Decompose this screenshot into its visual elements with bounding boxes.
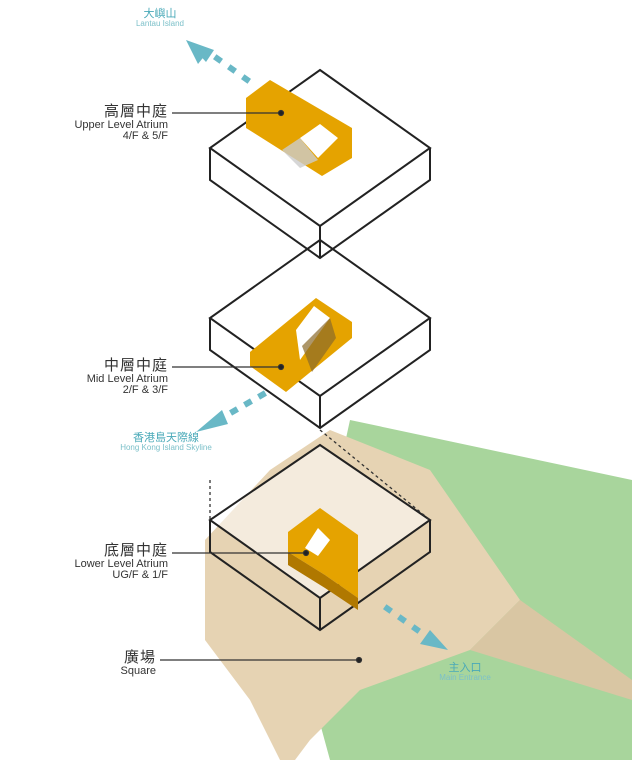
arrow-lantau bbox=[186, 40, 251, 84]
connector-lines bbox=[209, 429, 431, 521]
entrance-zh: 主入口 bbox=[448, 661, 482, 674]
label-lower-atrium: 底層中庭 Lower Level Atrium UG/F & 1/F bbox=[8, 541, 168, 582]
mid-zh: 中層中庭 bbox=[103, 356, 168, 374]
upper-en: Upper Level Atrium bbox=[74, 118, 168, 131]
lantau-en: Lantau Island bbox=[135, 19, 185, 29]
lantau-zh: 大嶼山 bbox=[143, 7, 177, 20]
square-en: Square bbox=[120, 664, 156, 677]
skyline-en: Hong Kong Island Skyline bbox=[120, 443, 212, 453]
label-lantau: 大嶼山 Lantau Island bbox=[110, 7, 210, 29]
plaza-edge bbox=[470, 600, 632, 700]
upper-atrium bbox=[246, 80, 352, 176]
arrow-entrance bbox=[383, 604, 448, 650]
lower-zh: 底層中庭 bbox=[103, 541, 168, 559]
label-square: 廣場 Square bbox=[60, 648, 156, 677]
label-upper-atrium: 高層中庭 Upper Level Atrium 4/F & 5/F bbox=[18, 102, 168, 143]
entrance-en: Main Entrance bbox=[439, 673, 491, 683]
mid-en: Mid Level Atrium bbox=[86, 372, 168, 385]
arrow-skyline bbox=[196, 390, 267, 432]
square-zh: 廣場 bbox=[123, 648, 156, 666]
label-mid-atrium: 中層中庭 Mid Level Atrium 2/F & 3/F bbox=[18, 356, 168, 397]
lower-en: Lower Level Atrium bbox=[74, 557, 168, 570]
lower-atrium bbox=[288, 508, 358, 610]
skyline-zh: 香港島天際線 bbox=[133, 431, 199, 444]
upper-zh: 高層中庭 bbox=[103, 102, 168, 120]
lower-floors: UG/F & 1/F bbox=[112, 569, 168, 582]
label-entrance: 主入口 Main Entrance bbox=[420, 661, 510, 683]
mid-atrium bbox=[250, 298, 352, 392]
upper-floors: 4/F & 5/F bbox=[122, 130, 168, 143]
label-skyline: 香港島天際線 Hong Kong Island Skyline bbox=[96, 431, 236, 453]
leader-lines bbox=[160, 109, 363, 664]
site-ground bbox=[205, 420, 632, 760]
mid-floors: 2/F & 3/F bbox=[122, 384, 168, 397]
